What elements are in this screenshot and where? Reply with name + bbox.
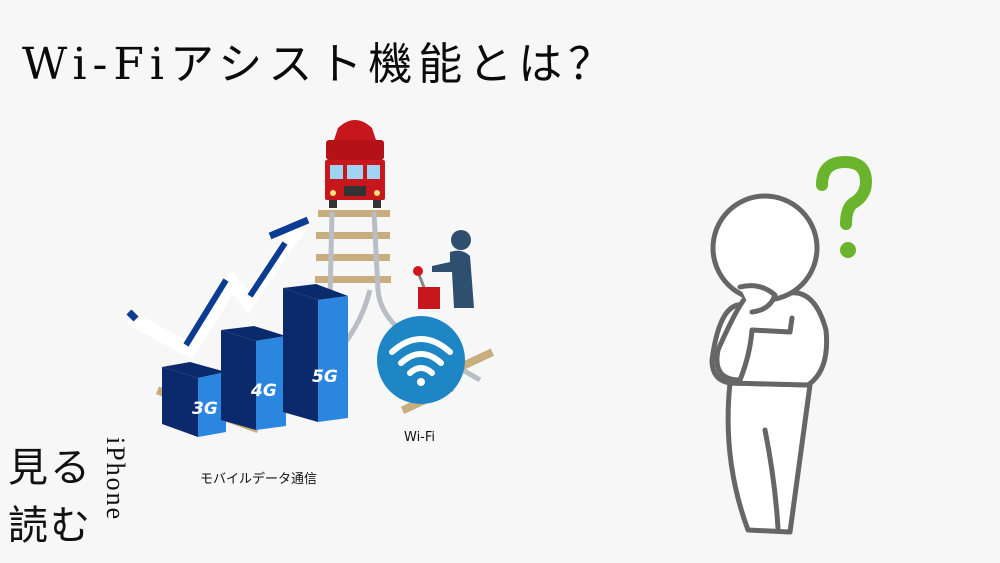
svg-text:4G: 4G xyxy=(250,381,277,401)
wifi-label: Wi-Fi xyxy=(404,430,436,445)
logo-line-1: 見る xyxy=(8,445,92,491)
wifi-icon xyxy=(377,316,465,404)
page-title: Wi-Fiアシスト機能とは？ xyxy=(22,39,619,90)
logo-line-2: 読む xyxy=(8,503,92,549)
growth-arrow-icon xyxy=(126,216,310,360)
train-icon xyxy=(325,120,385,208)
logo-vertical-text: iPhone xyxy=(101,437,130,522)
thinking-person-icon xyxy=(709,193,830,535)
site-logo: 見る 読む iPhone xyxy=(8,435,130,550)
operator-person-icon xyxy=(432,230,474,308)
svg-text:3G: 3G xyxy=(192,399,218,419)
mobile-data-label: モバイルデータ通信 xyxy=(200,472,318,487)
mobile-bars: 3G 4G 5G xyxy=(162,284,348,437)
svg-text:5G: 5G xyxy=(312,367,338,387)
question-mark-icon xyxy=(816,155,873,258)
switch-lever-icon xyxy=(413,266,440,309)
